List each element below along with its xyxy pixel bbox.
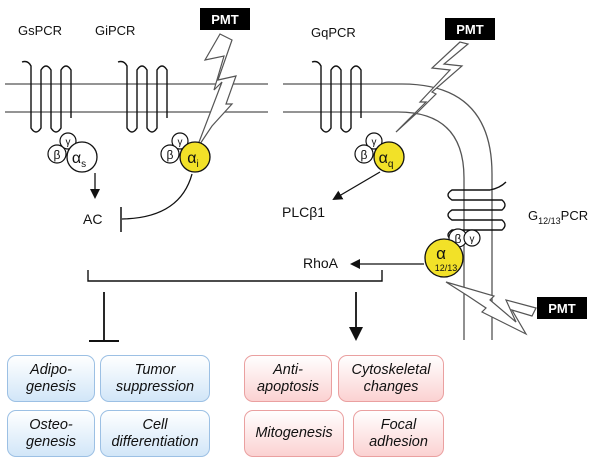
g1213-g-protein: β γ α 12/13	[424, 228, 481, 278]
gs-receptor-label: GsPCR	[18, 23, 62, 38]
outcome-mitogenesis: Mitogenesis	[244, 410, 344, 457]
svg-text:PMT: PMT	[211, 12, 239, 27]
pmt-arrow-g1213	[445, 281, 537, 336]
outcome-anti-apoptosis: Anti- apoptosis	[244, 355, 332, 402]
pmt-label-top-left: PMT	[200, 8, 250, 30]
outcome-osteogenesis: Osteo- genesis	[7, 410, 95, 457]
svg-text:γ: γ	[372, 137, 377, 148]
gq-receptor	[311, 60, 362, 133]
svg-text:γ: γ	[470, 234, 475, 245]
pmt-arrow-gi	[195, 33, 237, 151]
svg-text:αi: αi	[187, 150, 198, 170]
membrane-right-curved	[283, 83, 493, 340]
svg-text:γ: γ	[66, 137, 71, 148]
outcome-focal-adhesion: Focal adhesion	[353, 410, 444, 457]
outcome-cytoskeletal-changes: Cytoskeletal changes	[338, 355, 444, 402]
svg-text:β: β	[455, 232, 462, 246]
gi-receptor-label: GiPCR	[95, 23, 135, 38]
ac-label: AC	[83, 211, 102, 227]
outcome-tumor-suppression: Tumor suppression	[100, 355, 210, 402]
svg-text:γ: γ	[178, 137, 183, 148]
outcome-adipogenesis: Adipo- genesis	[7, 355, 95, 402]
gs-receptor	[21, 60, 72, 133]
svg-text:β: β	[167, 148, 174, 162]
svg-text:β: β	[54, 148, 61, 162]
gq-to-plc-arrow	[332, 171, 381, 201]
gq-receptor-label: GqPCR	[311, 25, 356, 40]
g1213-receptor-label: G12/13PCR	[528, 208, 588, 226]
gs-g-protein: γ β αs	[47, 132, 98, 173]
svg-text:α: α	[436, 244, 446, 263]
svg-text:β: β	[361, 148, 368, 162]
outcome-cell-differentiation: Cell differentiation	[100, 410, 210, 457]
pmt-label-top-right: PMT	[445, 18, 495, 40]
gi-inhibits-ac-edge	[121, 173, 193, 220]
g1213-receptor	[447, 181, 507, 241]
rhoa-bracket	[87, 270, 383, 282]
svg-text:PMT: PMT	[456, 22, 484, 37]
gq-g-protein: γ β αq	[354, 132, 405, 173]
plc-label: PLCβ1	[282, 204, 325, 220]
pmt-label-bottom-right: PMT	[537, 297, 587, 319]
svg-text:αs: αs	[72, 150, 86, 170]
svg-text:12/13: 12/13	[435, 263, 458, 273]
rhoa-label: RhoA	[303, 255, 339, 271]
pmt-arrow-gq	[395, 41, 470, 133]
gi-g-protein: γ β αi	[160, 132, 211, 173]
gi-receptor	[117, 60, 168, 133]
svg-text:PMT: PMT	[548, 301, 576, 316]
svg-text:αq: αq	[379, 150, 394, 170]
